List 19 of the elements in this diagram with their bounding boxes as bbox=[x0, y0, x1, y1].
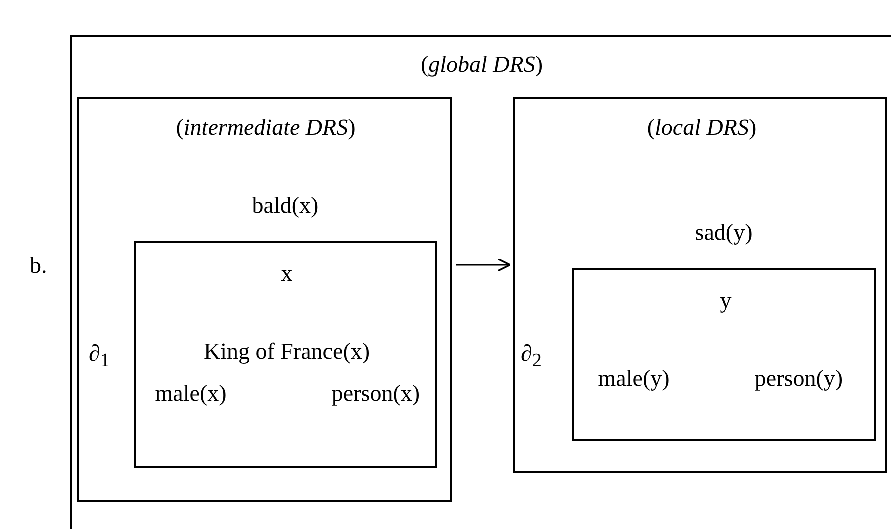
drs-box bbox=[77, 97, 452, 502]
condition-text: bald(x) bbox=[252, 193, 319, 219]
label-text: ∂$_{1}$ bbox=[89, 341, 110, 373]
condition-text: King of France(x) bbox=[204, 339, 370, 365]
label-text: ∂$_{2}$ bbox=[521, 341, 542, 373]
condition-text: person(x) bbox=[332, 381, 420, 407]
referent-text: x bbox=[281, 261, 293, 287]
condition-text: male(y) bbox=[598, 366, 670, 392]
box-title: (intermediate DRS) bbox=[176, 115, 356, 141]
box-title: (global DRS) bbox=[420, 52, 544, 78]
drs-frame bbox=[70, 35, 891, 529]
referent-text: y bbox=[720, 288, 732, 314]
condition-text: person(y) bbox=[754, 366, 844, 392]
example-label: b. bbox=[30, 253, 48, 279]
drs-box bbox=[513, 97, 887, 473]
arrow bbox=[456, 258, 512, 272]
condition-text: sad(y) bbox=[695, 220, 753, 246]
condition-text: male(x) bbox=[155, 381, 227, 407]
box-title: (local DRS) bbox=[647, 115, 757, 141]
